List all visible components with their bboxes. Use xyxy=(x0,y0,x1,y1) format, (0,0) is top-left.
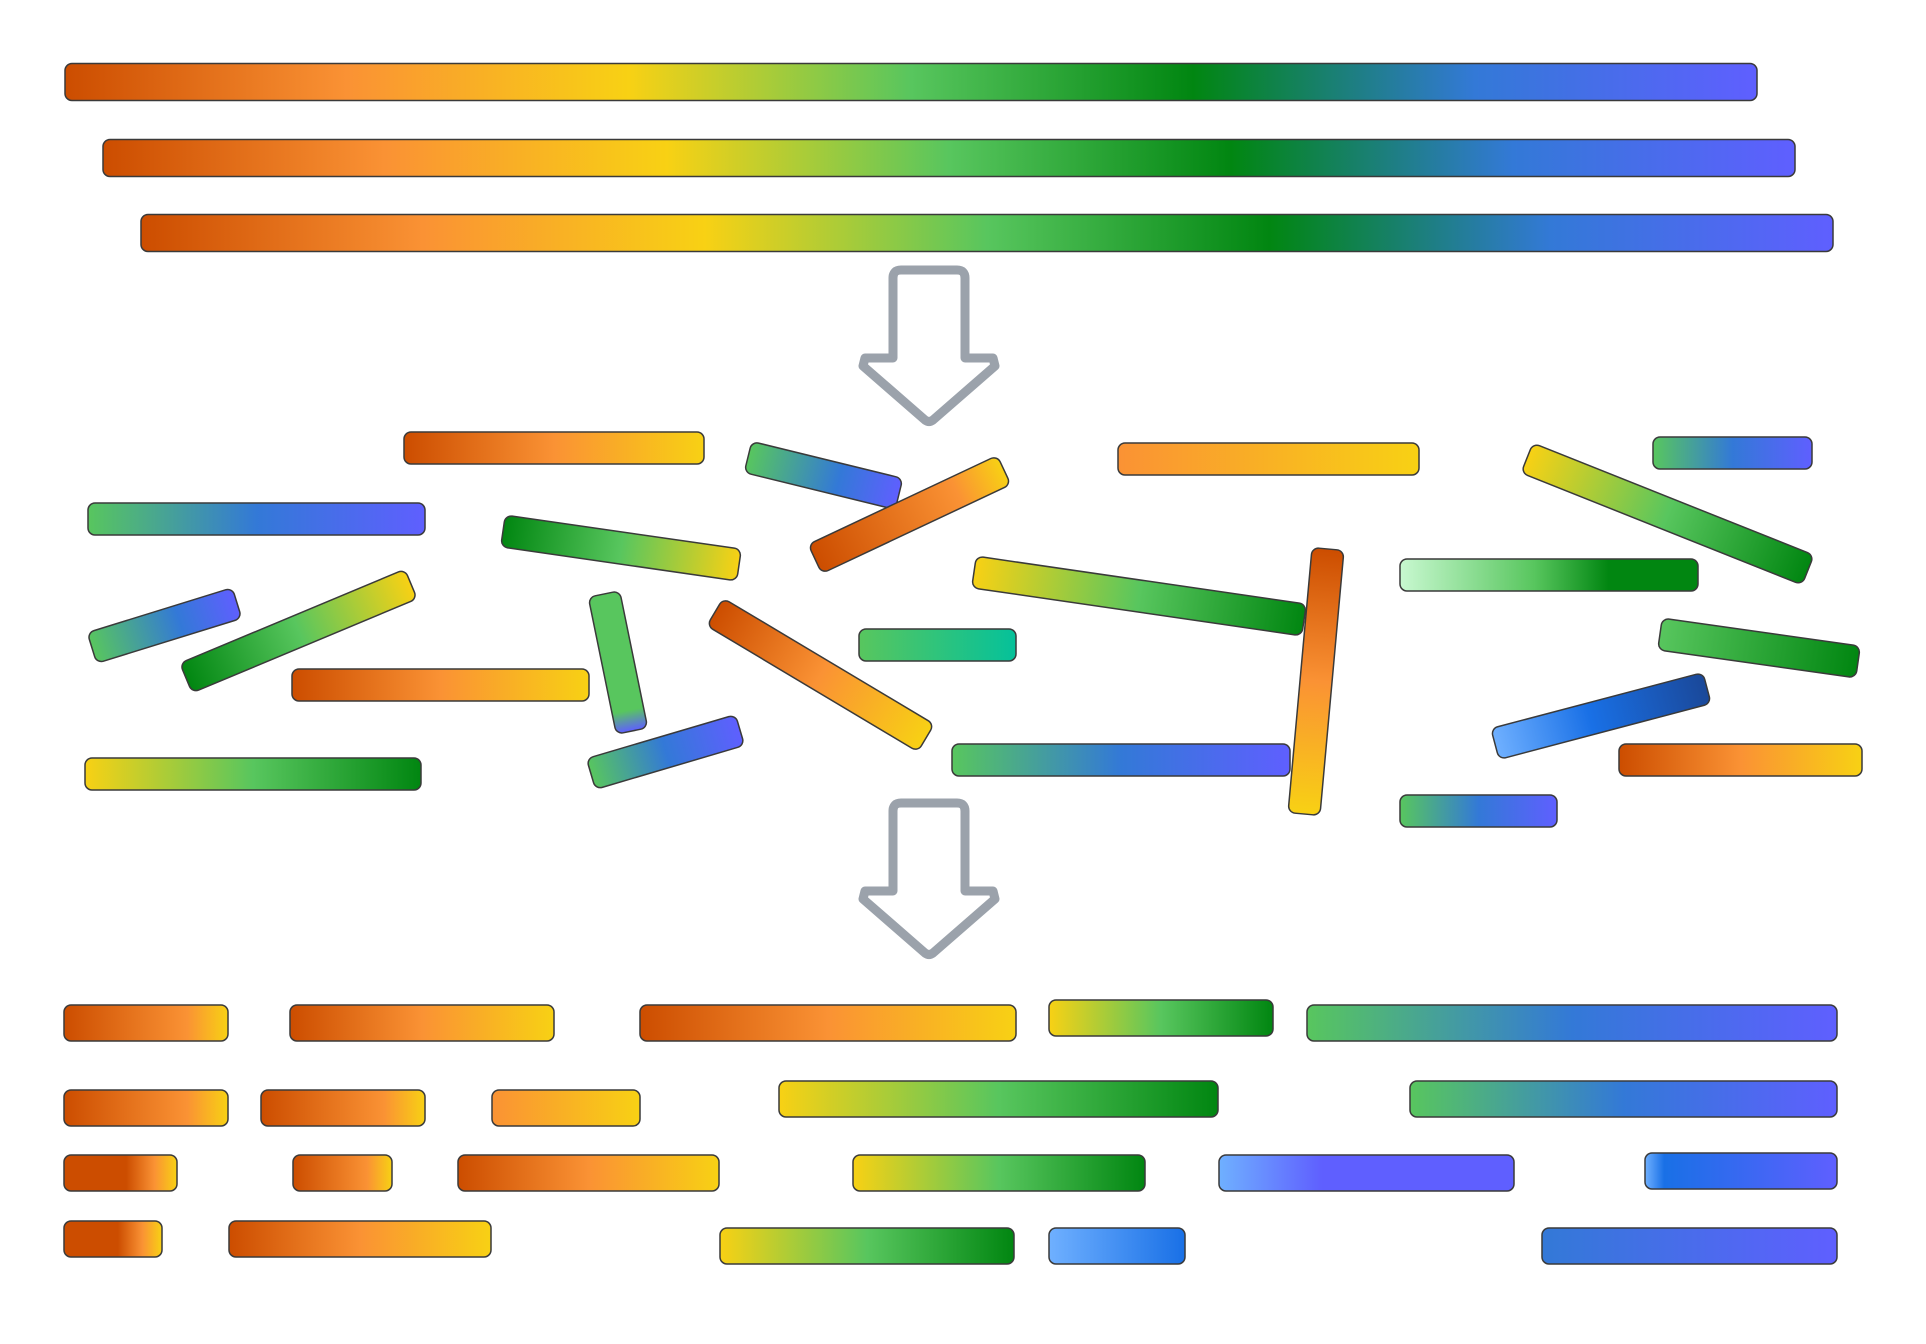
aligned-fragment-16 xyxy=(1644,1152,1838,1190)
fragment-4 xyxy=(500,515,742,581)
aligned-fragment-5 xyxy=(1306,1004,1838,1042)
aligned-fragment-3 xyxy=(639,1004,1017,1042)
fragment-20 xyxy=(84,757,422,791)
fragment-12 xyxy=(708,600,933,750)
fragment-6 xyxy=(1117,442,1420,476)
aligned-fragment-10 xyxy=(1409,1080,1838,1118)
fragment-22 xyxy=(951,743,1291,777)
aligned-fragment-13 xyxy=(457,1154,720,1192)
aligned-fragment-18 xyxy=(228,1220,492,1258)
aligned-fragment-19 xyxy=(719,1227,1015,1265)
aligned-fragment-2 xyxy=(289,1004,555,1042)
aligned-fragment-6 xyxy=(63,1089,229,1127)
fragment-11 xyxy=(588,591,648,734)
aligned-fragment-12 xyxy=(292,1154,393,1192)
fragment-14 xyxy=(1287,547,1345,816)
down-arrow-1 xyxy=(858,265,1000,426)
randomly-broken-fragments xyxy=(84,431,1863,828)
full-length-strand xyxy=(140,213,1834,253)
aligned-fragment-8 xyxy=(491,1089,641,1127)
fragment-15 xyxy=(1399,558,1699,592)
full-length-strands xyxy=(64,62,1834,253)
down-arrow-icon xyxy=(858,265,1000,426)
fragment-13 xyxy=(971,556,1307,636)
aligned-fragment-11 xyxy=(63,1154,178,1192)
aligned-fragment-21 xyxy=(1541,1227,1838,1265)
aligned-fragment-library xyxy=(63,999,1838,1265)
aligned-fragment-17 xyxy=(63,1220,163,1258)
fragment-3 xyxy=(744,442,903,509)
aligned-fragment-4 xyxy=(1048,999,1274,1037)
fragment-8 xyxy=(1652,436,1813,470)
aligned-fragment-20 xyxy=(1048,1227,1186,1265)
full-length-strand xyxy=(102,138,1796,178)
aligned-fragment-14 xyxy=(852,1154,1146,1192)
fragment-21 xyxy=(587,715,744,789)
down-arrow-2 xyxy=(858,798,1000,959)
aligned-fragment-9 xyxy=(778,1080,1219,1118)
fragment-1 xyxy=(87,502,426,536)
fragment-16 xyxy=(1657,618,1861,678)
fragment-24 xyxy=(1399,794,1558,828)
fragment-23 xyxy=(1618,743,1863,777)
fragment-10 xyxy=(181,570,416,692)
full-length-strand xyxy=(64,62,1758,102)
aligned-fragment-15 xyxy=(1218,1154,1515,1192)
aligned-fragment-1 xyxy=(63,1004,229,1042)
fragment-7 xyxy=(1522,444,1813,584)
fragment-2 xyxy=(403,431,705,465)
aligned-fragment-7 xyxy=(260,1089,426,1127)
down-arrow-icon xyxy=(858,798,1000,959)
fragment-9 xyxy=(88,588,241,663)
fragment-19 xyxy=(1491,673,1711,759)
fragment-17 xyxy=(858,628,1017,662)
fragment-18 xyxy=(291,668,590,702)
fragment-5 xyxy=(809,457,1010,572)
